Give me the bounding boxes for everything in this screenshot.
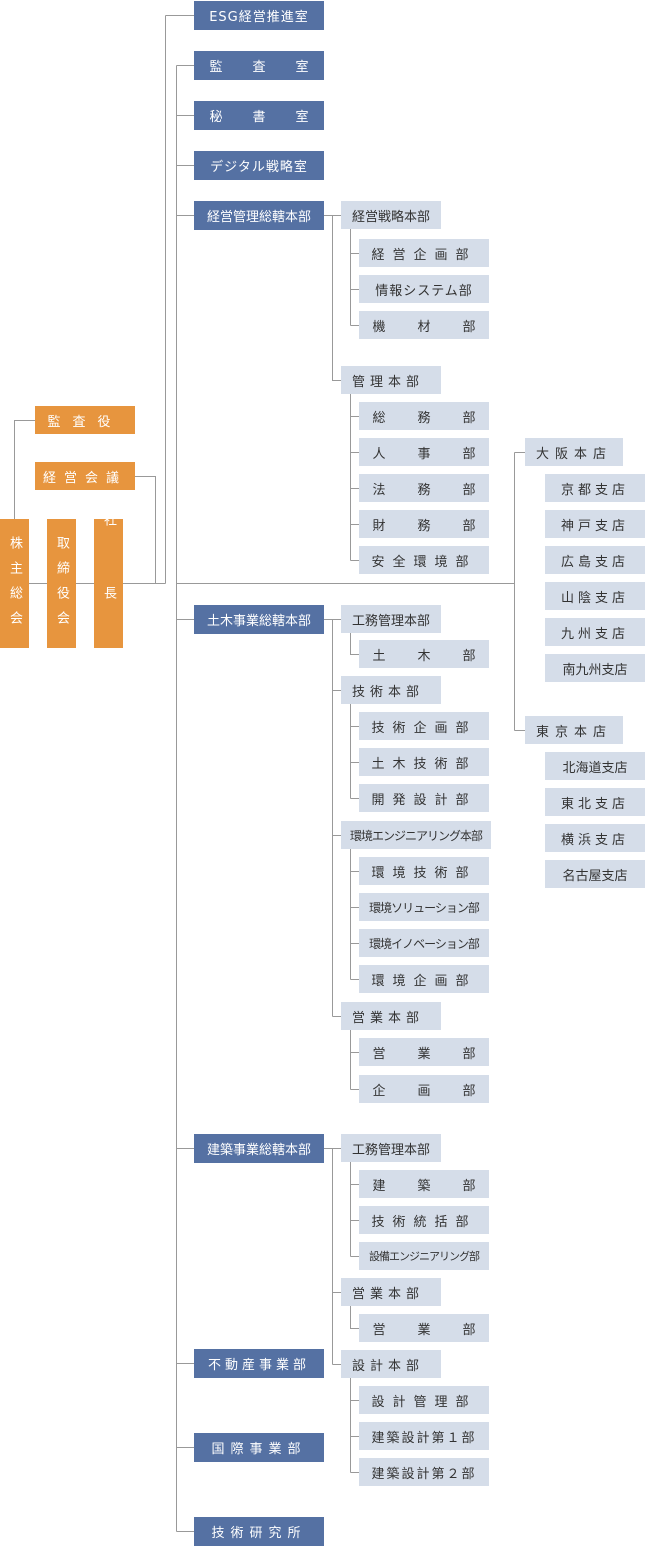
dept-civil-technology: 土木技術部 bbox=[359, 748, 489, 776]
dept-civil-planning: 企画部 bbox=[359, 1075, 489, 1103]
dept-finance: 財務部 bbox=[359, 510, 489, 538]
branch-hiroshima: 広島支店 bbox=[545, 546, 645, 574]
civil-technology-hq: 技術本部 bbox=[341, 676, 441, 704]
civil-engineering-hq: 土木事業総轄本部 bbox=[194, 605, 324, 634]
auditor-box: 監査役 bbox=[35, 406, 135, 434]
dept-facility-engineering: 設備エンジニアリング部 bbox=[359, 1242, 489, 1270]
audit-office: 監査室 bbox=[194, 51, 324, 80]
dept-architectural-design-1: 建築設計第１部 bbox=[359, 1422, 489, 1450]
administration-hq: 管理本部 bbox=[341, 366, 441, 394]
dept-machinery: 機材部 bbox=[359, 311, 489, 339]
dept-civil-sales: 営業部 bbox=[359, 1038, 489, 1066]
dept-civil-engineering: 土木部 bbox=[359, 640, 489, 668]
dept-technology-planning: 技術企画部 bbox=[359, 712, 489, 740]
research-institute: 技術研究所 bbox=[194, 1517, 324, 1546]
dept-building-sales: 営業部 bbox=[359, 1314, 489, 1342]
dept-building: 建築部 bbox=[359, 1170, 489, 1198]
branch-hokkaido: 北海道支店 bbox=[545, 752, 645, 780]
dept-environmental-innovation: 環境イノベーション部 bbox=[359, 929, 489, 957]
building-construction-mgmt-hq: 工務管理本部 bbox=[341, 1134, 441, 1162]
management-council-box: 経営会議 bbox=[35, 462, 135, 490]
real-estate-division: 不動産事業部 bbox=[194, 1349, 324, 1378]
strategy-hq: 経営戦略本部 bbox=[341, 201, 441, 229]
dept-technical-control: 技術統括部 bbox=[359, 1206, 489, 1234]
building-sales-hq: 営業本部 bbox=[341, 1278, 441, 1306]
branch-minami-kyushu: 南九州支店 bbox=[545, 654, 645, 682]
dept-legal: 法務部 bbox=[359, 474, 489, 502]
dept-design-management: 設計管理部 bbox=[359, 1386, 489, 1414]
secretary-office: 秘書室 bbox=[194, 101, 324, 130]
shareholders-meeting-box: 株主総会 bbox=[0, 519, 29, 648]
management-hq: 経営管理総轄本部 bbox=[194, 201, 324, 230]
branch-kyushu: 九州支店 bbox=[545, 618, 645, 646]
civil-construction-mgmt-hq: 工務管理本部 bbox=[341, 605, 441, 633]
branch-kobe: 神戸支店 bbox=[545, 510, 645, 538]
dept-information-systems: 情報システム部 bbox=[359, 275, 489, 303]
dept-architectural-design-2: 建築設計第２部 bbox=[359, 1458, 489, 1486]
dept-corporate-planning: 経営企画部 bbox=[359, 239, 489, 267]
building-construction-hq: 建築事業総轄本部 bbox=[194, 1134, 324, 1163]
branch-yokohama: 横浜支店 bbox=[545, 824, 645, 852]
esg-office: ESG経営推進室 bbox=[194, 1, 324, 30]
branch-kyoto: 京都支店 bbox=[545, 474, 645, 502]
dept-safety-environment: 安全環境部 bbox=[359, 546, 489, 574]
dept-general-affairs: 総務部 bbox=[359, 402, 489, 430]
design-hq: 設計本部 bbox=[341, 1350, 441, 1378]
president-box: 社長 bbox=[94, 513, 123, 659]
board-of-directors-box: 取締役会 bbox=[47, 519, 76, 648]
international-division: 国際事業部 bbox=[194, 1433, 324, 1462]
dept-human-resources: 人事部 bbox=[359, 438, 489, 466]
branch-sanin: 山陰支店 bbox=[545, 582, 645, 610]
branch-nagoya: 名古屋支店 bbox=[545, 860, 645, 888]
civil-sales-hq: 営業本部 bbox=[341, 1002, 441, 1030]
branch-tohoku: 東北支店 bbox=[545, 788, 645, 816]
digital-strategy-office: デジタル戦略室 bbox=[194, 151, 324, 180]
osaka-head-office: 大阪本店 bbox=[525, 438, 623, 466]
dept-development-design: 開発設計部 bbox=[359, 784, 489, 812]
dept-environmental-technology: 環境技術部 bbox=[359, 857, 489, 885]
tokyo-head-office: 東京本店 bbox=[525, 716, 623, 744]
dept-environmental-solutions: 環境ソリューション部 bbox=[359, 893, 489, 921]
environmental-engineering-hq: 環境エンジニアリング本部 bbox=[341, 821, 491, 849]
dept-environmental-planning: 環境企画部 bbox=[359, 965, 489, 993]
